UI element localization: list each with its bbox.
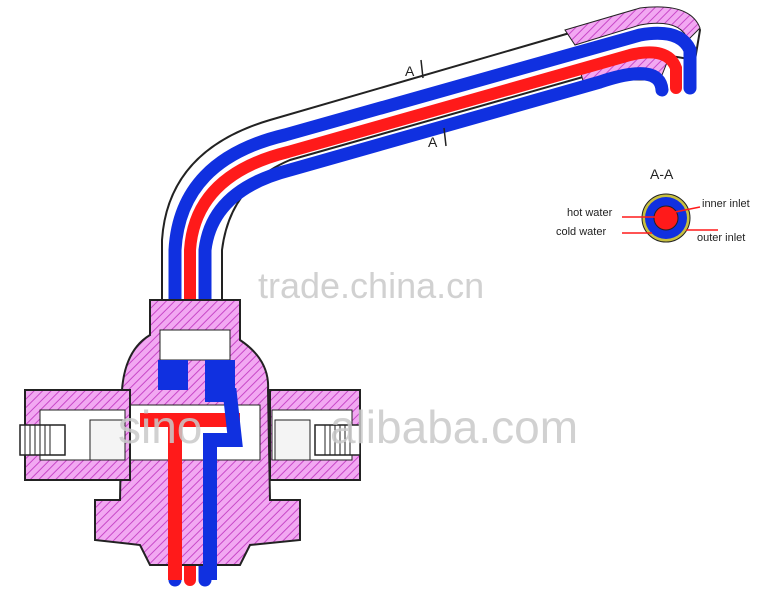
outer-inlet-label: outer inlet [697, 232, 745, 244]
section-cut-marker-bottom: A [428, 127, 447, 150]
hot-water-inner-channel [184, 46, 682, 586]
cut-mark-top-label: A [405, 63, 415, 79]
section-title: A-A [650, 166, 674, 182]
watermark-trade-china: trade.china.cn [258, 265, 484, 306]
watermark-alibaba: alibaba.com [330, 401, 578, 453]
section-a-a-inset: A-A hot water cold water inner inlet out… [556, 166, 750, 244]
inner-inlet-label: inner inlet [702, 198, 750, 210]
cold-water-label: cold water [556, 226, 606, 238]
cold-water-outer-channel [168, 26, 697, 587]
hot-water-label: hot water [567, 207, 613, 219]
cut-mark-bottom-label: A [428, 134, 438, 150]
right-handle-cartridge [269, 389, 361, 481]
left-handle-cartridge [19, 389, 131, 481]
section-cut-marker-top: A [405, 59, 424, 79]
valve-body [94, 299, 301, 580]
watermark-overlay-text: sino [118, 401, 202, 453]
